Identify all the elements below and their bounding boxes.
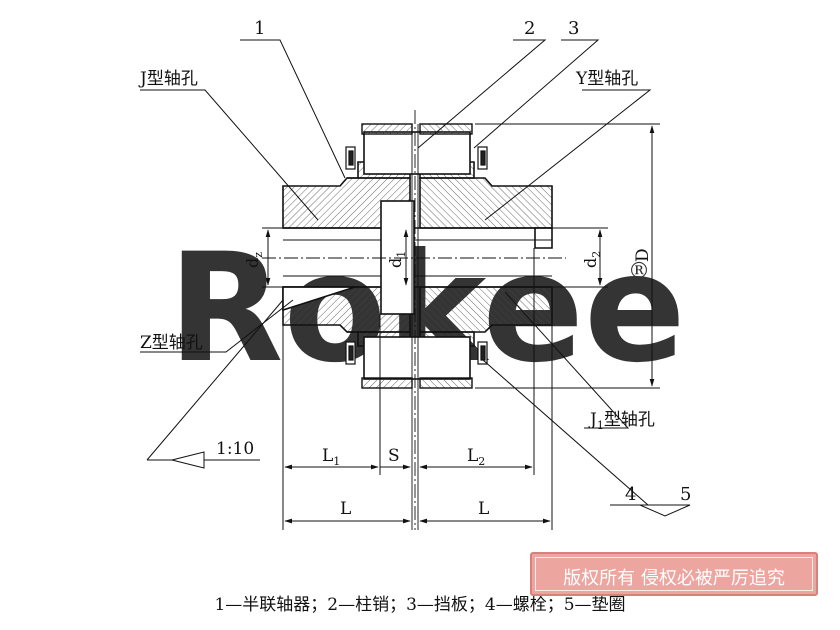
part-label-1: 1 (254, 18, 265, 39)
label-d1: d1 (386, 251, 408, 268)
part-label-3: 3 (568, 18, 579, 39)
part-label-5: 5 (680, 484, 691, 505)
dimension-d2 (552, 227, 608, 288)
part-label-4: 4 (625, 484, 636, 505)
leader-lines (140, 39, 691, 517)
dimension-D (475, 123, 660, 389)
label-y-bore: Y型轴孔 (575, 69, 638, 89)
bore (283, 227, 552, 288)
label-S: S (388, 446, 400, 466)
label-dz: dz (243, 252, 265, 268)
watermark-registered: ® (628, 259, 650, 284)
label-j1-bore: J1型轴孔 (588, 410, 655, 432)
figure-caption: 1—半联轴器；2—柱销；3—挡板；4—螺栓；5—垫圈 (214, 595, 626, 615)
center-lines (262, 110, 566, 530)
copyright-stamp-text: 版权所有 侵权必被严厉追究 (563, 568, 785, 589)
pin (363, 131, 471, 380)
label-taper: 1:10 (216, 439, 254, 459)
dimension-dz (262, 227, 283, 288)
label-d2: d2 (581, 251, 603, 268)
label-z-bore: Z型轴孔 (140, 333, 203, 353)
label-D: D (633, 248, 653, 262)
dimension-lengths (282, 248, 553, 530)
label-L2: L2 (467, 446, 485, 468)
label-j-bore: J型轴孔 (138, 69, 198, 89)
label-L1: L1 (322, 446, 340, 468)
copyright-stamp: 版权所有 侵权必被严厉追究 (530, 552, 818, 596)
bolts (345, 146, 488, 365)
part-label-2: 2 (524, 18, 535, 39)
label-L-right: L (478, 499, 489, 519)
label-L-left: L (340, 499, 351, 519)
taper-indicator (146, 299, 284, 469)
